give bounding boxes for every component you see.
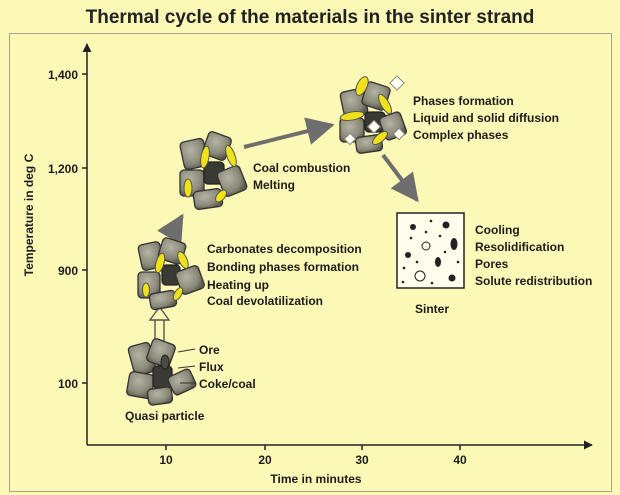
stage-label: Ore [199, 343, 220, 357]
x-axis-title: Time in minutes [270, 472, 361, 486]
stage-label: Liquid and solid diffusion [413, 111, 559, 125]
y-tick-label: 900 [58, 264, 78, 278]
stage-label: Cooling [475, 223, 520, 237]
stage-label: Resolidification [475, 240, 564, 254]
x-tick-label: 30 [355, 453, 369, 467]
quasi-labels: Ore Flux Coke/coal Quasi particle [125, 343, 256, 423]
stage-label: Coal combustion [253, 161, 350, 175]
diagram-title: Thermal cycle of the materials in the si… [85, 7, 535, 28]
x-tick-label: 40 [453, 453, 467, 467]
stage-label: Complex phases [413, 128, 509, 142]
heating-labels: Carbonates decomposition Bonding phases … [207, 242, 362, 308]
x-tick-label: 10 [159, 453, 173, 467]
stage-label: Bonding phases formation [207, 260, 359, 274]
sinter-structure [396, 212, 465, 289]
arrow-phases-to-sinter [381, 153, 419, 203]
y-axis [82, 43, 92, 445]
stage-label: Carbonates decomposition [207, 242, 362, 256]
up-arrow-1 [148, 305, 171, 343]
combustion-particle-cluster [179, 131, 248, 210]
y-axis-title: Temperature in deg C [22, 153, 36, 276]
x-axis [87, 440, 593, 450]
heating-particle-cluster [137, 237, 205, 311]
stage-label: Pores [475, 257, 509, 271]
combustion-labels: Coal combustion Melting [253, 161, 350, 192]
y-tick-label: 100 [58, 377, 78, 391]
phases-particle-cluster [339, 75, 407, 154]
diagram-frame [9, 33, 612, 492]
quasi-particle-caption: Quasi particle [125, 409, 205, 423]
stage-label: Melting [253, 178, 295, 192]
arrow-heating-to-combustion [157, 213, 184, 245]
quasi-particle-cluster [126, 338, 197, 406]
stage-label: Solute redistribution [475, 274, 592, 288]
stage-label: Heating up [207, 278, 269, 292]
stage-label: Coke/coal [199, 377, 256, 391]
phases-labels: Phases formation Liquid and solid diffus… [413, 94, 559, 142]
x-tick-label: 20 [258, 453, 272, 467]
stage-label: Phases formation [413, 94, 514, 108]
y-tick-label: 1,400 [48, 68, 78, 82]
sinter-caption: Sinter [415, 302, 449, 316]
arrow-combustion-to-phases [243, 117, 335, 149]
cooling-labels: Cooling Resolidification Pores Solute re… [415, 223, 592, 316]
y-tick-label: 1,200 [48, 162, 78, 176]
stage-label: Flux [199, 360, 224, 374]
stage-label: Coal devolatilization [207, 294, 323, 308]
